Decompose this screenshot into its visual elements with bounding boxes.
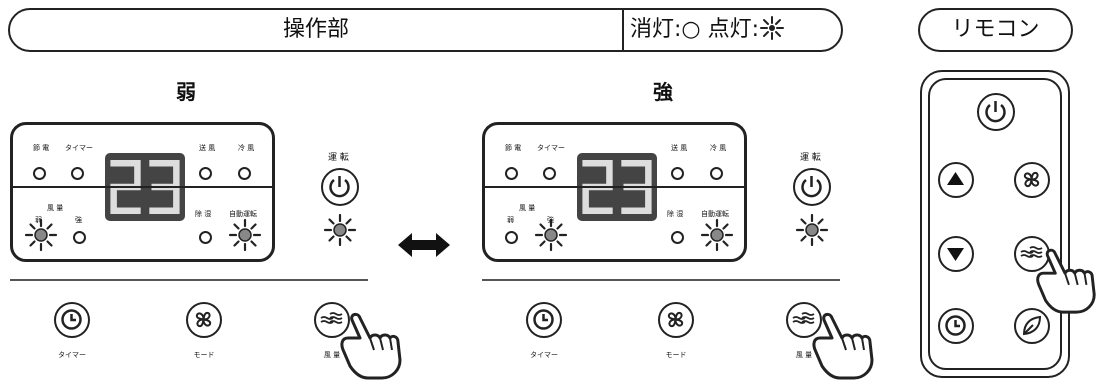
fan-speed-button[interactable] <box>314 302 350 338</box>
label-dehumidify: 除 湿 <box>195 210 212 218</box>
timer-button[interactable] <box>54 302 90 338</box>
header-title: 操作部 <box>282 17 349 42</box>
remote-inner-border <box>928 78 1062 370</box>
power-icon <box>329 176 350 198</box>
lamp-strong <box>73 231 86 244</box>
panel-baseline <box>10 279 368 281</box>
lamp-fan-mode <box>671 167 684 180</box>
mode-button-label: モード <box>193 351 215 359</box>
lit-lamp-icon <box>24 218 58 252</box>
fan-speed-button[interactable] <box>786 302 822 338</box>
lamp-cool-mode <box>238 167 251 180</box>
legend-on: 点灯: <box>707 17 760 42</box>
remote-header: リモコン <box>918 8 1073 52</box>
lit-lamp-icon <box>700 218 734 252</box>
double-arrow-icon <box>398 233 450 257</box>
lamp-dehumidify <box>671 231 684 244</box>
label-power: 運 転 <box>800 153 821 163</box>
legend-off: 消灯:○ <box>630 17 701 42</box>
label-fan-mode: 送 風 <box>199 144 216 152</box>
mode-button-label: モード <box>665 351 687 359</box>
lit-lamp-icon <box>534 218 568 252</box>
fan-speed-button-label: 風 量 <box>795 351 813 359</box>
label-weak: 弱 <box>507 216 514 224</box>
panel-divider <box>485 186 744 188</box>
state-label-strong: 強 <box>653 80 673 104</box>
state-label-weak: 弱 <box>176 80 196 104</box>
remote-mode-button[interactable] <box>1014 162 1050 198</box>
panel-baseline <box>482 279 840 281</box>
leaf-icon <box>1022 315 1042 336</box>
fan-icon <box>195 311 212 328</box>
pointing-hand-icon <box>812 312 874 380</box>
label-auto: 自動運転 <box>229 210 257 218</box>
lamp-fan-mode <box>199 167 212 180</box>
timer-button-label: タイマー <box>58 351 86 359</box>
panel-divider <box>13 186 272 188</box>
pointing-hand-icon <box>340 312 402 380</box>
control-panel-header: 操作部 消灯:○ 点灯: <box>8 8 843 52</box>
control-panel-weak: 節 電 タイマー 送 風 冷 風 風 量 弱 強 除 湿 自動運転 <box>10 122 275 262</box>
lit-lamp-icon <box>795 213 829 247</box>
label-power-save: 節 電 <box>505 144 522 152</box>
lamp-power-save <box>505 167 518 180</box>
label-dehumidify: 除 湿 <box>667 210 684 218</box>
remote-eco-button[interactable] <box>1014 308 1050 344</box>
label-timer: タイマー <box>65 144 93 152</box>
lamp-timer <box>71 167 84 180</box>
header-divider <box>622 10 624 50</box>
lamp-timer <box>543 167 556 180</box>
label-strong: 強 <box>75 216 82 224</box>
wind-icon <box>792 312 815 324</box>
label-fan-speed: 風 量 <box>47 204 64 212</box>
label-power: 運 転 <box>328 153 349 163</box>
label-weak: 弱 <box>35 216 42 224</box>
timer-button-label: タイマー <box>530 351 558 359</box>
label-auto: 自動運転 <box>701 210 729 218</box>
mode-button[interactable] <box>186 302 222 338</box>
fan-icon <box>1023 171 1040 188</box>
pointing-hand-icon <box>1036 248 1096 314</box>
remote-power-button[interactable] <box>977 93 1015 131</box>
label-power-save: 節 電 <box>33 144 50 152</box>
power-button[interactable] <box>793 168 831 206</box>
clock-icon <box>533 309 554 330</box>
legend: 消灯:○ 点灯: <box>630 10 785 50</box>
timer-button[interactable] <box>526 302 562 338</box>
remote-control <box>920 70 1070 378</box>
remote-timer-button[interactable] <box>938 308 974 344</box>
remote-fan-speed-button[interactable] <box>1014 236 1050 272</box>
up-triangle-icon <box>947 172 964 185</box>
label-fan-speed: 風 量 <box>519 204 536 212</box>
lit-lamp-icon <box>323 213 357 247</box>
fan-speed-button-label: 風 量 <box>323 351 341 359</box>
label-fan-mode: 送 風 <box>671 144 688 152</box>
lamp-dehumidify <box>199 231 212 244</box>
label-cool-mode: 冷 風 <box>238 144 255 152</box>
clock-icon <box>945 315 966 336</box>
wind-icon <box>320 312 343 324</box>
wind-icon <box>1020 246 1043 258</box>
down-triangle-icon <box>947 248 964 261</box>
label-timer: タイマー <box>537 144 565 152</box>
lit-lamp-icon <box>228 218 262 252</box>
clock-icon <box>61 309 82 330</box>
label-cool-mode: 冷 風 <box>710 144 727 152</box>
lit-lamp-icon <box>760 16 785 40</box>
power-button[interactable] <box>321 168 359 206</box>
power-icon <box>985 101 1006 123</box>
lamp-weak <box>505 231 518 244</box>
control-panel-strong: 節 電 タイマー 送 風 冷 風 風 量 弱 強 除 湿 自動運転 <box>482 122 747 262</box>
remote-up-button[interactable] <box>938 162 974 198</box>
lamp-power-save <box>33 167 46 180</box>
fan-icon <box>667 311 684 328</box>
mode-button[interactable] <box>658 302 694 338</box>
lamp-cool-mode <box>710 167 723 180</box>
power-icon <box>801 176 822 198</box>
remote-down-button[interactable] <box>938 236 974 272</box>
